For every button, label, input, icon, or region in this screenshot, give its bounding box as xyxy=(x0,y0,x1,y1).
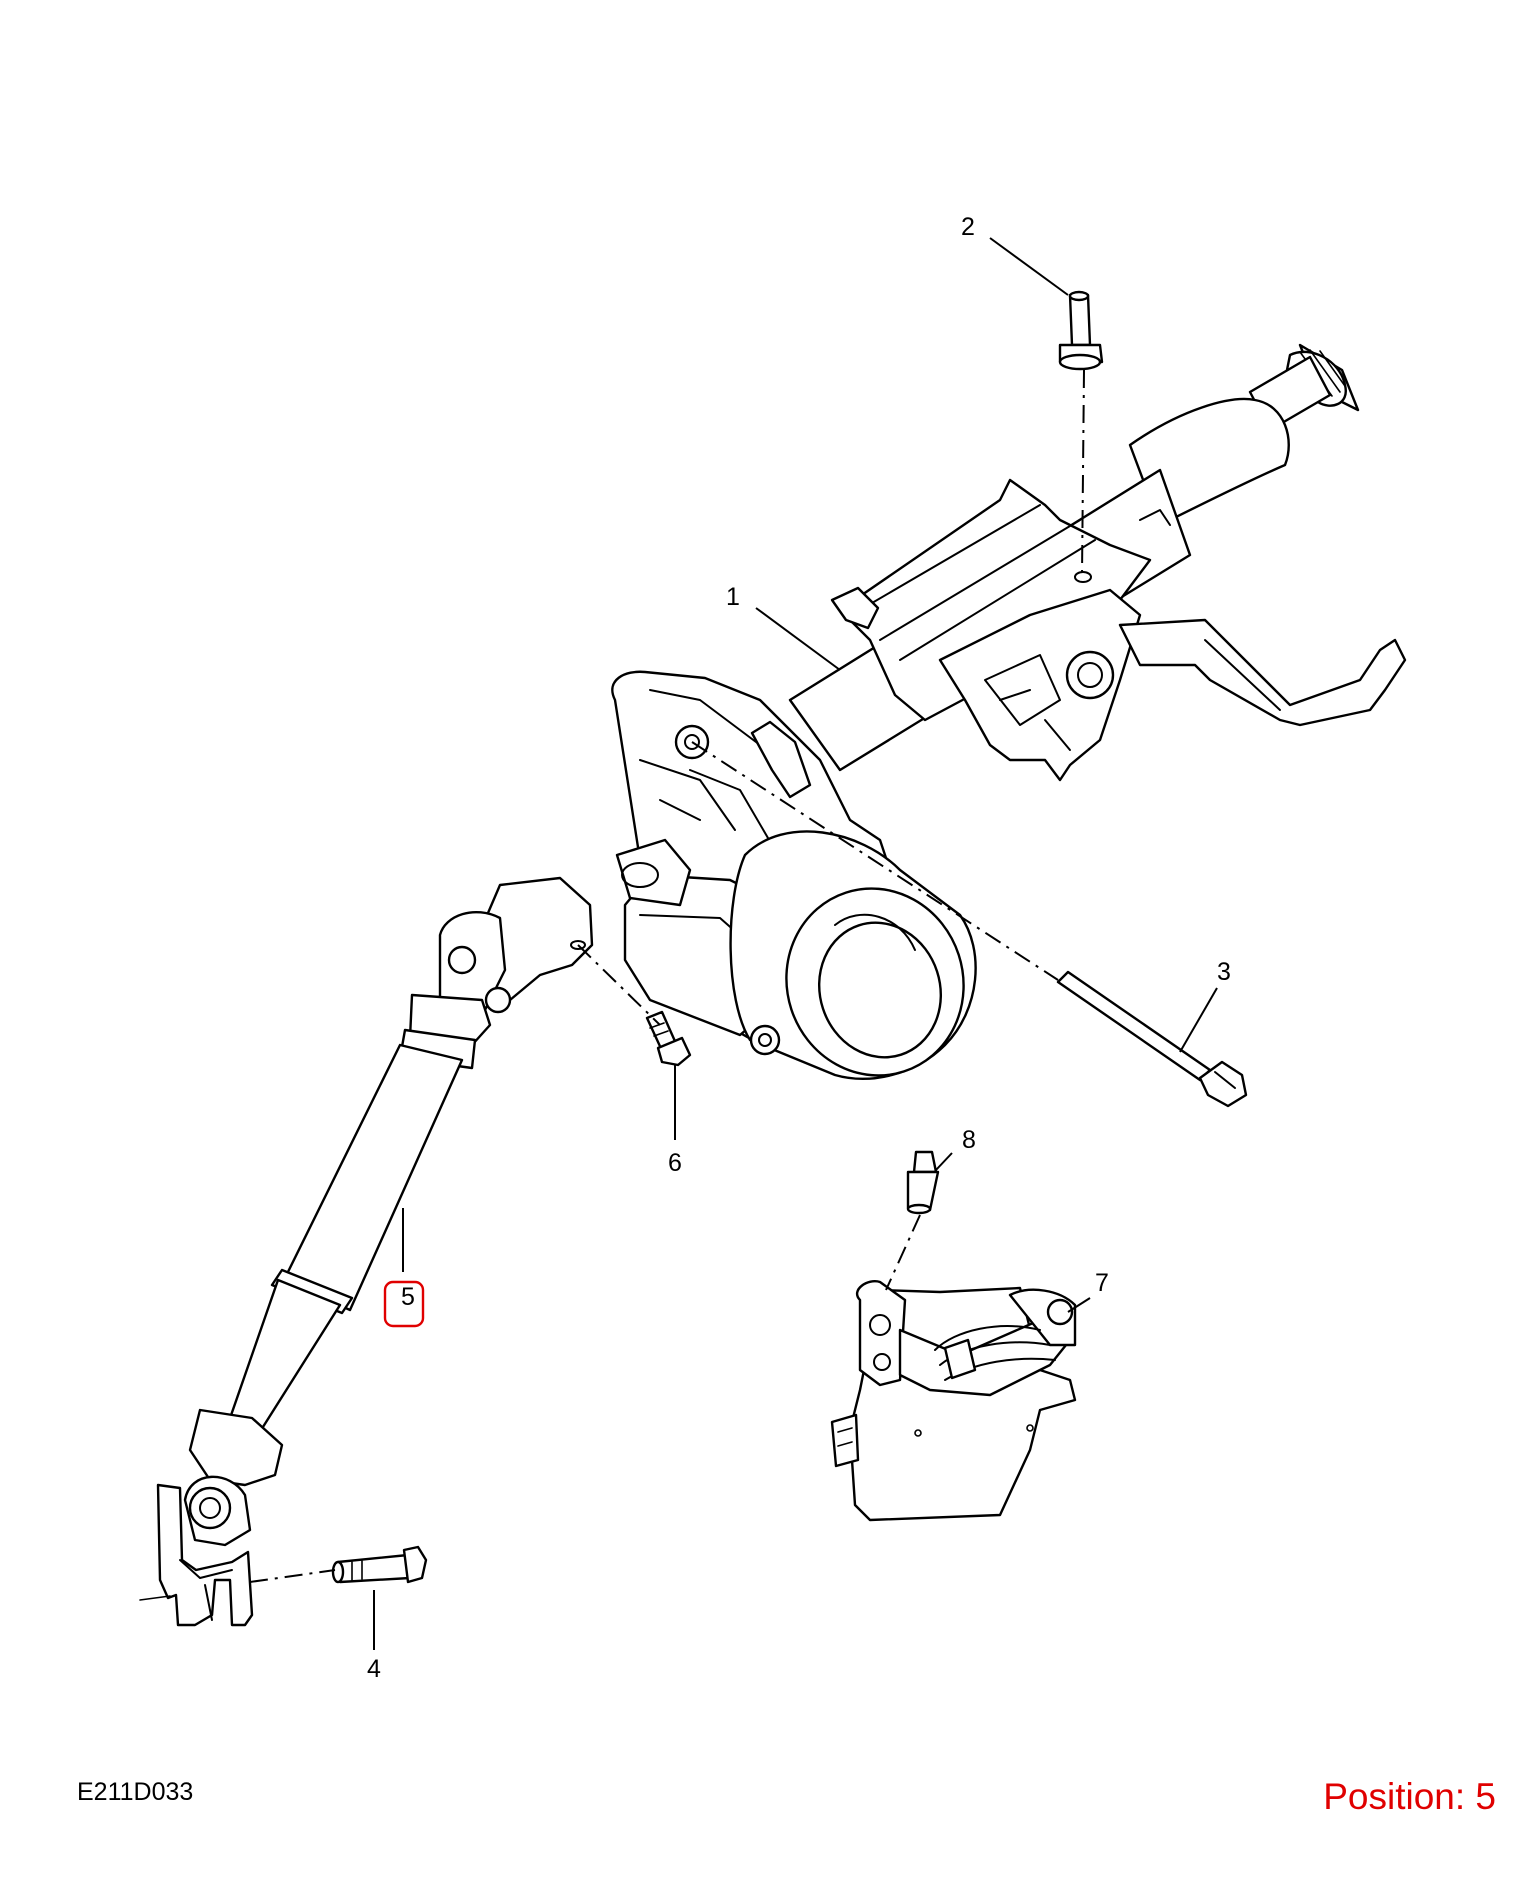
bolt-part-6 xyxy=(645,1010,692,1067)
callout-3: 3 xyxy=(1217,958,1231,986)
bolt-part-3 xyxy=(1056,970,1248,1108)
callout-2: 2 xyxy=(961,213,975,241)
intermediate-shaft-part-5 xyxy=(139,876,594,1627)
pin-part-8 xyxy=(906,1150,940,1215)
steering-column-assembly xyxy=(611,343,1407,1080)
callout-1: 1 xyxy=(726,583,740,611)
callout-7: 7 xyxy=(1095,1269,1109,1297)
bolt-part-4 xyxy=(331,1545,428,1584)
callout-6: 6 xyxy=(668,1149,682,1177)
leader-lines xyxy=(373,237,1218,1650)
callout-4: 4 xyxy=(367,1655,381,1683)
diagram-reference-code: E211D033 xyxy=(77,1778,194,1806)
assembly-axis-lines xyxy=(249,369,1085,1583)
module-part-7 xyxy=(830,1280,1077,1522)
position-highlight-box xyxy=(383,1280,425,1328)
position-label: Position: 5 xyxy=(1323,1776,1496,1817)
bolt-part-2 xyxy=(1058,290,1104,371)
callout-8: 8 xyxy=(962,1126,976,1154)
callout-5: 5 xyxy=(401,1283,415,1311)
